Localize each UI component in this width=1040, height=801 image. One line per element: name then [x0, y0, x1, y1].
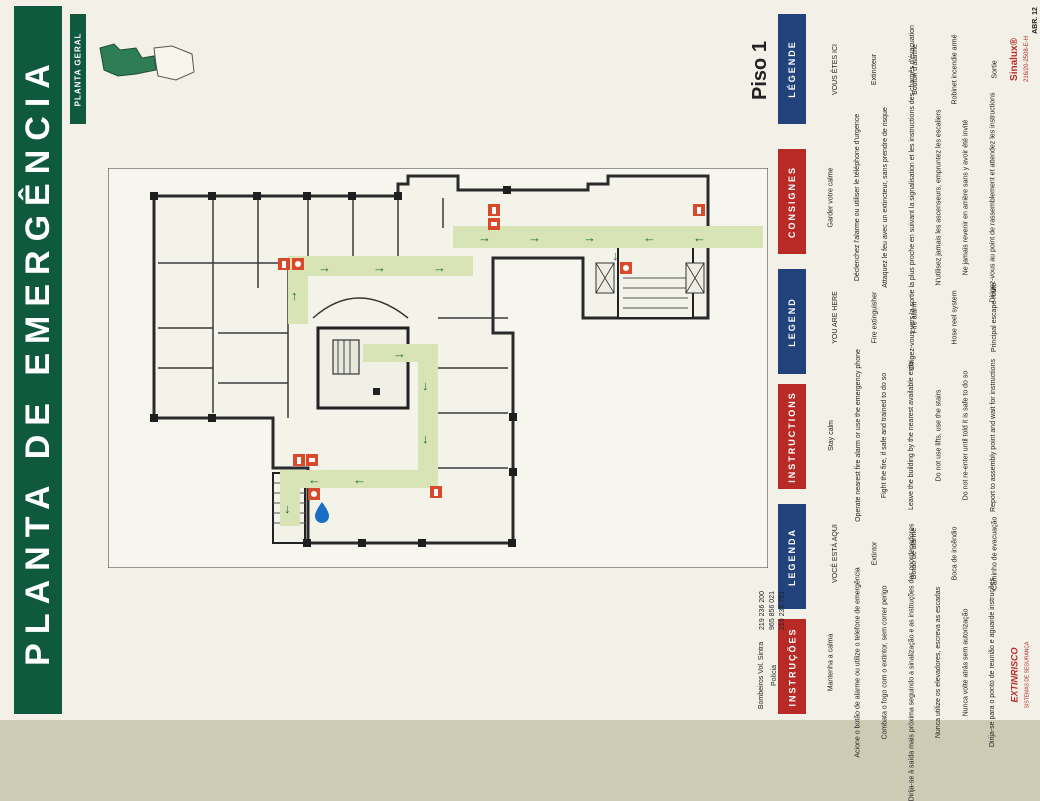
- fire-alarm-icon: [620, 262, 632, 274]
- consignes-item: Ne jamais revenir en arrière sans y avoi…: [962, 119, 970, 276]
- legenda-item: Extintor: [871, 541, 879, 565]
- instructions-item: Stay calm: [827, 420, 835, 451]
- evacuation-arrow: ↓: [612, 248, 619, 263]
- legend-item: Fire extinguisher: [871, 291, 879, 343]
- title-band: [14, 6, 62, 714]
- overview-map-icon: [99, 43, 195, 81]
- instructions-item: Operate nearest fire alarm or use the em…: [854, 349, 862, 522]
- sinalux-logo: Sinalux®: [1008, 37, 1020, 81]
- evacuation-arrow: ↑: [291, 288, 298, 303]
- plan-title: PLANTA DE EMERGÊNCIA: [18, 54, 57, 666]
- extinguisher-icon: [278, 258, 290, 270]
- extinguisher-icon: [693, 204, 705, 216]
- extinrisco-subtitle: SISTEMAS DE SEGURANÇA: [1024, 641, 1030, 709]
- overview-label: PLANTA GERAL: [73, 32, 83, 106]
- overview-label-band: PLANTA GERAL: [70, 14, 86, 124]
- instructions-item: Leave the building by the nearest availa…: [908, 360, 916, 511]
- instrucoes-item: Combata o fogo com o extintor, sem corre…: [881, 584, 889, 740]
- legenda-item: VOCÊ ESTÁ AQUI: [831, 523, 839, 583]
- evacuation-arrow: →: [528, 230, 541, 245]
- extinguisher-icon: [430, 486, 442, 498]
- legend-header: LEGEND: [787, 296, 798, 347]
- phone-number: 219 236 791: [778, 590, 786, 630]
- consignes-item: Déclenchez l'alarme ou utiliser le télép…: [854, 113, 862, 282]
- hose-reel-icon: [488, 218, 500, 230]
- policia-label: Polícia: [770, 664, 778, 686]
- evacuation-arrow: →: [478, 230, 491, 245]
- legend-item: Principal escape route: [991, 282, 999, 352]
- legend-item: Fire alarm: [911, 301, 919, 333]
- evacuation-arrow: ←: [643, 230, 656, 245]
- consignes-item: Dirigez-vous au point de rassemblement e…: [989, 92, 997, 303]
- instructions-item: Fight the fire, if safe and trained to d…: [881, 372, 889, 499]
- instructions-header: INSTRUCTIONS: [787, 390, 797, 483]
- floor-plan: → → → ← ← → → → ↑ → ↓ ↓ ← ← ↓ ↓: [108, 168, 768, 568]
- consignes-item: Dirigez-vous vers la sortie la plus proc…: [908, 25, 916, 370]
- instrucoes-item: Nunca utilize os elevadores, escreva as …: [935, 586, 943, 738]
- revision-tag: ABR. 12: [1031, 6, 1039, 34]
- hose-reel-icon: [306, 454, 318, 466]
- legend-backdrop: [778, 14, 806, 714]
- instrucoes-item: Dirija-se à saída mais próxima seguindo …: [908, 523, 916, 801]
- evacuation-arrow: ↓: [284, 501, 291, 516]
- evacuation-arrow: ←: [308, 472, 321, 487]
- instrucoes-item: Mantenha a calma: [827, 633, 835, 691]
- instrucoes-item: Nunca volte atrás sem autorização: [962, 608, 970, 716]
- extinguisher-icon: [293, 454, 305, 466]
- consignes-header: CONSIGNES: [787, 165, 798, 238]
- extinrisco-logo: EXTINRISCO: [1009, 647, 1020, 703]
- floor-label-wrap: Piso 1: [740, 30, 780, 110]
- bombeiros-label: Bombeiros Vol. Sintra: [758, 641, 766, 709]
- legend-item: YOU ARE HERE: [831, 290, 839, 344]
- instructions-item: Do not re-enter until told it is safe to…: [962, 370, 970, 501]
- evacuation-arrow: ←: [693, 230, 706, 245]
- legende-header: LÉGENDE: [787, 40, 798, 98]
- legende-item: Extincteur: [871, 53, 879, 85]
- evacuation-arrow: →: [583, 230, 596, 245]
- legende-item: VOUS ÊTES ICI: [831, 43, 839, 95]
- instructions-item: Report to assembly point and wait for in…: [989, 359, 997, 512]
- floor-label: Piso 1: [748, 40, 771, 100]
- legende-item: Robinet incendie armé: [951, 33, 959, 105]
- consignes-item: Garder votre calme: [827, 167, 835, 228]
- extinguisher-icon: [488, 204, 500, 216]
- instrucoes-item: Acione o botão de alarme ou utilize o te…: [854, 566, 862, 758]
- legend-item: Hose reel system: [951, 289, 959, 345]
- instrucoes-item: Dirija-se para o ponto de reunião e agua…: [989, 577, 997, 747]
- you-are-here-icon: [315, 502, 329, 523]
- legenda-item: Boca de incêndio: [951, 526, 959, 580]
- evacuation-arrow: ↓: [422, 378, 429, 393]
- evacuation-arrow: →: [373, 260, 386, 275]
- evacuation-arrow: →: [393, 346, 406, 361]
- evacuation-arrow: ↓: [422, 431, 429, 446]
- instructions-item: Do not use lifts, use the stairs: [935, 389, 943, 482]
- evacuation-arrow: →: [318, 260, 331, 275]
- consignes-item: N'utilisez jamais les ascenseurs, emprun…: [935, 109, 943, 286]
- evacuation-arrow: →: [433, 260, 446, 275]
- fire-alarm-icon: [308, 488, 320, 500]
- consignes-item: Attaquez le feu avec un extincteur, sans…: [881, 107, 889, 288]
- evacuation-arrow: ←: [353, 472, 366, 487]
- plan-title-wrap: PLANTA DE EMERGÊNCIA: [14, 6, 62, 714]
- fire-alarm-icon: [292, 258, 304, 270]
